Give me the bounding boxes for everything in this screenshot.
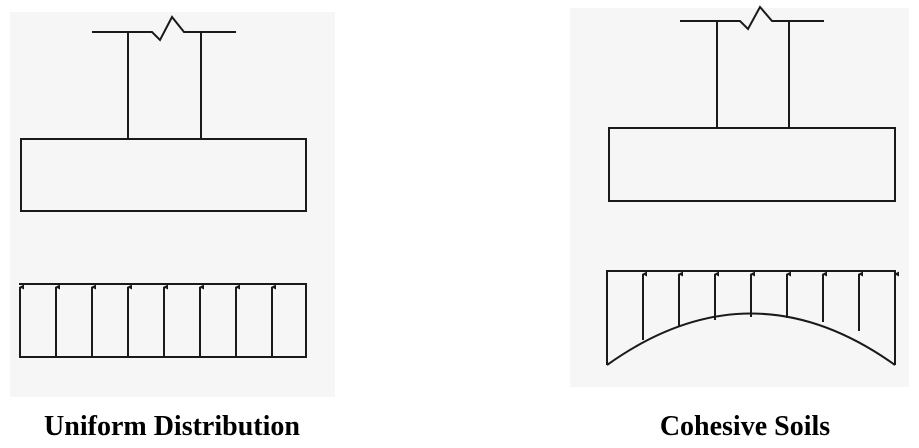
uniform-pressure-diagram bbox=[19, 283, 307, 358]
pressure-curve bbox=[606, 312, 896, 366]
footing bbox=[20, 138, 307, 212]
footing bbox=[608, 127, 896, 202]
uniform-footing-diagram bbox=[19, 15, 307, 358]
caption-uniform-distribution: Uniform Distribution bbox=[44, 411, 300, 442]
column-break-line bbox=[680, 5, 824, 31]
caption-cohesive-soils: Cohesive Soils bbox=[659, 411, 831, 442]
column-break-line bbox=[92, 15, 236, 42]
uniform-distribution-panel bbox=[10, 12, 335, 397]
cohesive-footing-diagram bbox=[606, 5, 899, 366]
cohesive-soils-panel bbox=[570, 8, 909, 387]
cohesive-pressure-diagram bbox=[606, 270, 899, 366]
